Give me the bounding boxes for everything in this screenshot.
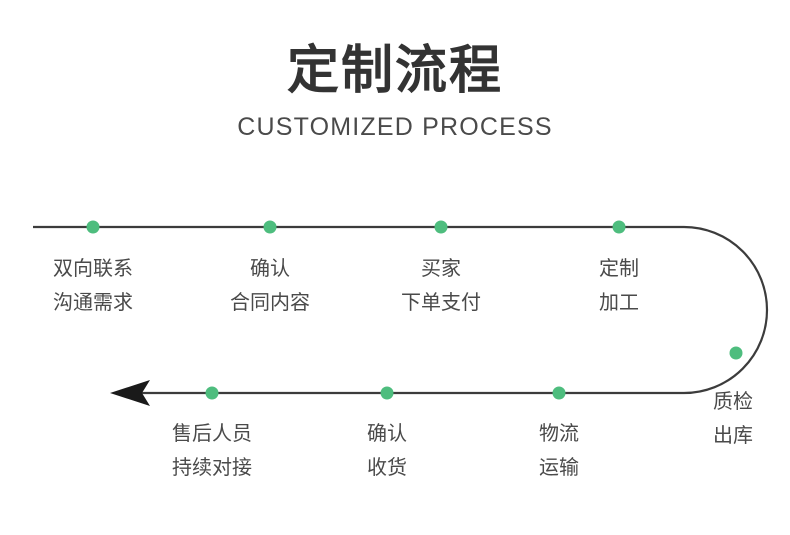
step-label-5: 质检 出库 bbox=[713, 385, 753, 453]
step-label-8-line2: 持续对接 bbox=[172, 457, 252, 479]
step-label-5-line2: 出库 bbox=[713, 425, 753, 447]
step-label-6-line2: 运输 bbox=[539, 457, 579, 479]
step-label-2-line1: 确认 bbox=[250, 258, 290, 280]
step-label-1: 双向联系 沟通需求 bbox=[53, 252, 133, 320]
step-label-3-line1: 买家 bbox=[421, 258, 461, 280]
step-label-4: 定制 加工 bbox=[599, 252, 639, 320]
step-label-7: 确认 收货 bbox=[367, 417, 407, 485]
step-label-4-line1: 定制 bbox=[599, 258, 639, 280]
step-dot-3 bbox=[434, 220, 448, 234]
step-dot-1 bbox=[86, 220, 100, 234]
arrow-left-icon bbox=[110, 380, 150, 406]
step-label-4-line2: 加工 bbox=[599, 292, 639, 314]
step-dot-5 bbox=[729, 346, 743, 360]
step-dot-2 bbox=[263, 220, 277, 234]
step-label-6: 物流 运输 bbox=[539, 417, 579, 485]
step-dot-6 bbox=[552, 386, 566, 400]
step-label-6-line1: 物流 bbox=[539, 423, 579, 445]
page-title: 定制流程 bbox=[286, 41, 503, 101]
step-label-1-line2: 沟通需求 bbox=[53, 292, 133, 314]
step-label-5-line1: 质检 bbox=[713, 391, 753, 413]
step-dot-4 bbox=[612, 220, 626, 234]
step-label-2: 确认 合同内容 bbox=[230, 252, 310, 320]
step-label-3-line2: 下单支付 bbox=[401, 292, 481, 314]
step-label-8-line1: 售后人员 bbox=[172, 423, 252, 445]
header: 定制流程 CUSTOMIZED PROCESS bbox=[0, 0, 790, 142]
flow-curve-right bbox=[683, 225, 769, 395]
step-label-2-line2: 合同内容 bbox=[230, 292, 310, 314]
step-label-7-line1: 确认 bbox=[367, 423, 407, 445]
step-label-3: 买家 下单支付 bbox=[401, 252, 481, 320]
step-dot-7 bbox=[380, 386, 394, 400]
step-dot-8 bbox=[205, 386, 219, 400]
page-subtitle: CUSTOMIZED PROCESS bbox=[237, 113, 553, 141]
step-label-8: 售后人员 持续对接 bbox=[172, 417, 252, 485]
step-label-1-line1: 双向联系 bbox=[53, 258, 133, 280]
step-label-7-line2: 收货 bbox=[367, 457, 407, 479]
